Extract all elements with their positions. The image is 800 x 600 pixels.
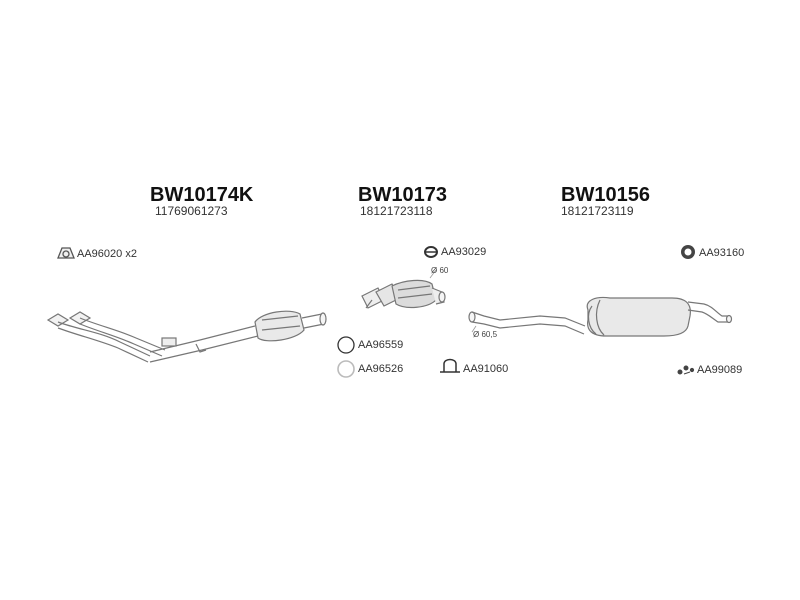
dimension-leader-rear [471, 325, 477, 333]
oem-number-front-pipe: 11769061273 [155, 204, 228, 218]
part-code-rear: BW10156 [561, 184, 650, 206]
accessory-label-clamp-a: AA93029 [441, 246, 487, 258]
dimension-rear: Ø 60,5 [473, 330, 498, 339]
accessory-label-ring-b: AA96526 [358, 363, 404, 375]
dimension-front: Ø 60 [431, 266, 449, 275]
accessory-label-clamp-b: AA91060 [463, 363, 509, 375]
center-catalyst-part[interactable] [361, 279, 446, 309]
sealing-ring-light-icon[interactable] [337, 360, 355, 378]
accessory-label-ring-a: AA96559 [358, 339, 404, 351]
oem-number-rear: 18121723119 [561, 204, 634, 218]
part-code-center: BW10173 [358, 184, 447, 206]
oem-number-center: 18121723118 [360, 204, 433, 218]
dimension-leader-front [429, 269, 437, 279]
clamp-icon[interactable] [424, 246, 438, 258]
front-pipe-catalyst-part[interactable] [46, 310, 327, 363]
hardware-kit-icon[interactable] [677, 365, 695, 375]
rubber-mount-icon[interactable] [681, 245, 695, 259]
sealing-ring-icon[interactable] [337, 336, 355, 354]
gasket-icon[interactable] [57, 247, 75, 259]
u-clamp-icon[interactable] [440, 358, 460, 373]
accessory-label-hardware-kit: AA99089 [697, 364, 743, 376]
rear-silencer-part[interactable] [468, 296, 733, 337]
part-code-front-pipe: BW10174K [150, 184, 254, 206]
accessory-label-gasket: AA96020 x2 [77, 248, 137, 260]
accessory-label-rubber-mount: AA93160 [699, 247, 745, 259]
